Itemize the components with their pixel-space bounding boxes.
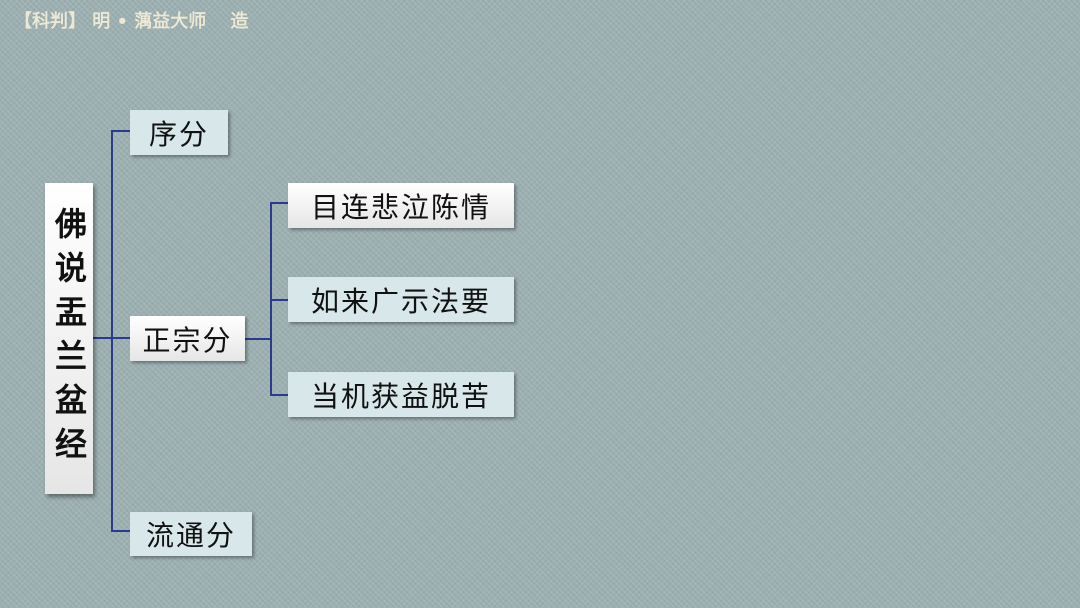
branch-label: 正宗分 [142,323,233,357]
header-title: 【科判】 明 • 蕅益大师 [14,11,207,32]
header: 【科判】 明 • 蕅益大师 造 [14,7,248,33]
branch-node-xufen: 序分 [130,110,228,155]
child-node-1: 目连悲泣陈情 [288,183,514,228]
branch-node-zhengzong: 正宗分 [130,316,245,361]
header-suffix: 造 [230,11,249,32]
branch-node-liutong: 流通分 [130,512,252,556]
child-node-2: 如来广示法要 [288,277,514,322]
child-node-3: 当机获益脱苦 [288,372,514,417]
child-label: 如来广示法要 [310,284,491,318]
branch-label: 序分 [148,117,209,151]
child-label: 目连悲泣陈情 [310,190,491,224]
child-label: 当机获益脱苦 [310,379,491,413]
root-label: 佛说盂兰盆经 [50,206,88,471]
root-node: 佛说盂兰盆经 [45,183,93,494]
branch-label: 流通分 [145,519,236,552]
